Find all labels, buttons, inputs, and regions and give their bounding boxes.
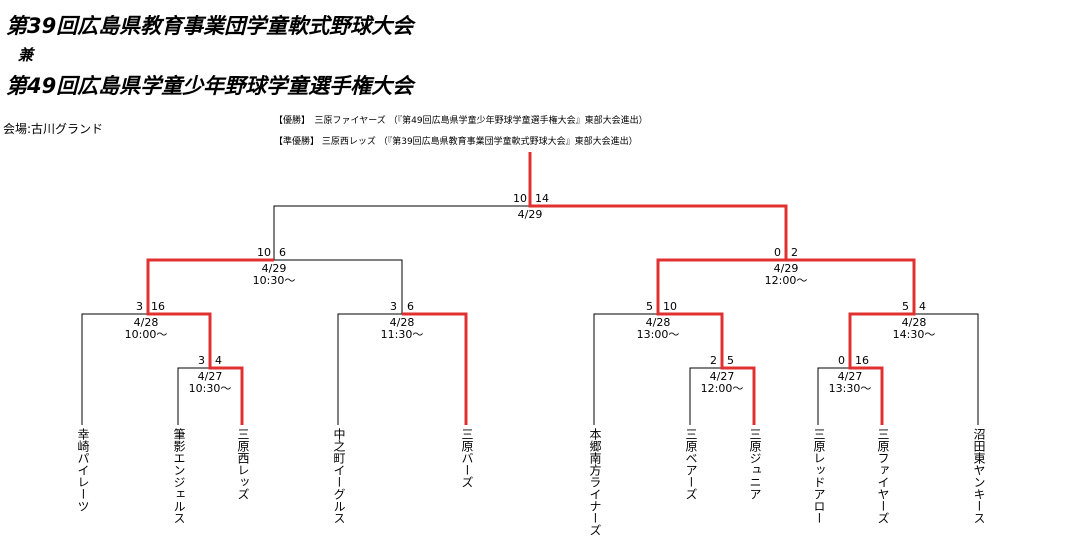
loser-line: [817, 367, 850, 425]
team-name: 筆影エンジェルス: [172, 428, 186, 524]
match-date: 4/27: [838, 370, 863, 383]
score-left: 3: [198, 354, 205, 367]
match-date: 4/28: [646, 316, 671, 329]
score-left: 10: [257, 246, 271, 259]
team-name: 三原ジュニア: [748, 428, 762, 500]
match-date: 4/29: [262, 262, 287, 275]
score-left: 3: [390, 300, 397, 313]
match-date: 4/28: [902, 316, 927, 329]
match-time: 14:30〜: [893, 328, 936, 341]
match-date: 4/27: [198, 370, 223, 383]
team-name: 幸崎パイレーツ: [76, 428, 90, 512]
match-date: 4/28: [134, 316, 159, 329]
match-time: 12:00〜: [765, 274, 808, 287]
loser-line: [914, 313, 979, 425]
loser-line: [337, 313, 402, 425]
score-left: 2: [710, 354, 717, 367]
match-time: 10:30〜: [189, 382, 232, 395]
score-right: 6: [279, 246, 286, 259]
team-name: 三原バーズ: [460, 428, 474, 488]
team-name: 中之町イーグルス: [332, 428, 346, 524]
venue-label: 会場:古川グランド: [3, 122, 104, 136]
match-date: 4/29: [774, 262, 799, 275]
match-time: 12:00〜: [701, 382, 744, 395]
score-right: 4: [215, 354, 222, 367]
team-name: 三原西レッズ: [236, 428, 250, 500]
score-left: 5: [646, 300, 653, 313]
score-right: 14: [535, 192, 549, 205]
title-connector: 兼: [18, 46, 34, 64]
team-name: 三原レッドアロー: [812, 428, 826, 524]
loser-line: [593, 313, 658, 425]
match-time: 10:00〜: [125, 328, 168, 341]
score-right: 16: [151, 300, 165, 313]
winner-line: [786, 258, 916, 425]
match-time: 13:30〜: [829, 382, 872, 395]
loser-line: [689, 367, 722, 425]
winner-line: [402, 312, 468, 425]
match-date: 4/28: [390, 316, 415, 329]
match-time: 10:30〜: [253, 274, 296, 287]
team-name: 沼田東ヤンキース: [972, 428, 986, 524]
loser-line: [786, 259, 915, 314]
match-time: 13:00〜: [637, 328, 680, 341]
team-name: 三原ファイヤーズ: [876, 428, 890, 524]
loser-line: [177, 367, 210, 425]
loser-line: [273, 205, 530, 260]
score-right: 4: [919, 300, 926, 313]
match-date: 4/29: [518, 208, 543, 221]
runner-up-result: 【準優勝】 三原西レッズ （『第39回広島県教育事業団学童軟式野球大会』東部大会…: [274, 137, 638, 147]
score-left: 5: [902, 300, 909, 313]
match-date: 4/27: [710, 370, 735, 383]
winner-lines: [146, 152, 916, 425]
loser-line: [274, 259, 403, 314]
score-left: 10: [513, 192, 527, 205]
score-right: 2: [791, 246, 798, 259]
score-left: 0: [774, 246, 781, 259]
winner-result: 【優勝】 三原ファイヤーズ （『第49回広島県学童少年野球学童選手権大会』東部大…: [274, 116, 648, 126]
title-line1: 第39回広島県教育事業団学童軟式野球大会: [6, 14, 414, 38]
winner-line: [528, 152, 788, 260]
score-right: 6: [407, 300, 414, 313]
score-right: 5: [727, 354, 734, 367]
match-labels: 3 4 4/27 10:30〜 2 5 4/27 12:00〜 0 16 4/2…: [125, 192, 936, 395]
score-right: 10: [663, 300, 677, 313]
score-right: 16: [855, 354, 869, 367]
loser-line: [81, 313, 148, 425]
team-name: 三原ベアーズ: [684, 428, 698, 500]
score-left: 3: [136, 300, 143, 313]
title-line2: 第49回広島県学童少年野球学童選手権大会: [6, 74, 414, 98]
winner-line: [146, 258, 274, 425]
match-time: 11:30〜: [381, 328, 424, 341]
team-name: 本郷南方ライナーズ: [588, 428, 602, 536]
score-left: 0: [838, 354, 845, 367]
winner-line: [656, 258, 786, 425]
